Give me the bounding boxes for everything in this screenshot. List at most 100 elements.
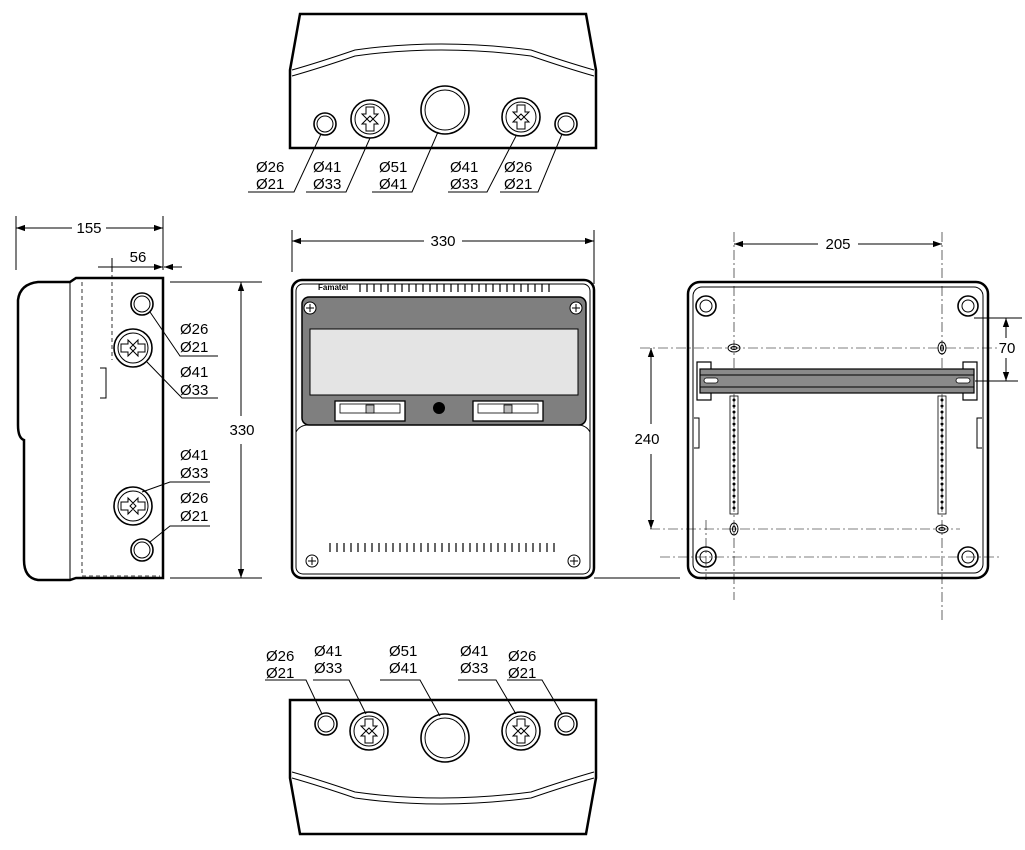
perforation-hole xyxy=(732,416,736,420)
perforation-hole xyxy=(732,500,736,504)
knockout-medium-left xyxy=(349,711,389,751)
knockout-small-left xyxy=(313,112,337,136)
knockout-medium-right xyxy=(501,711,541,751)
perforation-hole xyxy=(732,410,736,414)
side-height-dim: 330 xyxy=(229,422,254,439)
side-label-2-outer: Ø41 xyxy=(180,364,208,381)
bottom-label-1-inner: Ø21 xyxy=(266,665,294,682)
perforation-hole xyxy=(732,506,736,510)
perforation-hole xyxy=(940,398,944,402)
side-knockout-bottom-medium xyxy=(113,486,153,526)
side-base-dim: 56 xyxy=(130,249,147,266)
perforation-hole xyxy=(940,500,944,504)
perforated-strip-right xyxy=(937,395,947,515)
side-label-3-outer: Ø41 xyxy=(180,447,208,464)
knockout-small-left xyxy=(314,712,338,736)
mount-hole xyxy=(695,295,717,317)
knockout-medium-right xyxy=(501,97,541,137)
perforation-hole xyxy=(732,440,736,444)
perforation-hole xyxy=(732,458,736,462)
top-label-2-inner: Ø33 xyxy=(313,176,341,193)
knockout-small-right xyxy=(554,112,578,136)
perforation-hole xyxy=(732,494,736,498)
perforation-hole xyxy=(732,398,736,402)
slot-hole xyxy=(935,524,949,534)
bottom-label-5-outer: Ø26 xyxy=(508,648,536,665)
top-label-1-inner: Ø21 xyxy=(256,176,284,193)
slot-hole xyxy=(937,341,947,355)
knockout-small-right xyxy=(554,712,578,736)
top-label-3-outer: Ø51 xyxy=(379,159,407,176)
perforation-hole xyxy=(732,488,736,492)
front-window xyxy=(309,328,579,396)
top-label-1-outer: Ø26 xyxy=(256,159,284,176)
bottom-label-2-outer: Ø41 xyxy=(314,643,342,660)
bottom-label-4-outer: Ø41 xyxy=(460,643,488,660)
perforation-hole xyxy=(940,470,944,474)
bottom-label-3-inner: Ø41 xyxy=(389,660,417,677)
lock-hole xyxy=(433,402,445,414)
knockout-large xyxy=(420,713,470,763)
perforation-hole xyxy=(732,452,736,456)
top-label-4-outer: Ø41 xyxy=(450,159,478,176)
front-view: Famatel xyxy=(290,230,680,580)
mount-hole xyxy=(957,295,979,317)
latch-left xyxy=(334,400,406,422)
perforation-hole xyxy=(940,446,944,450)
side-depth-dim: 155 xyxy=(76,220,101,237)
perforation-hole xyxy=(940,422,944,426)
perforation-hole xyxy=(940,458,944,462)
perforation-hole xyxy=(732,482,736,486)
perforation-hole xyxy=(732,464,736,468)
side-label-4-inner: Ø21 xyxy=(180,508,208,525)
perforated-strip-left xyxy=(729,395,739,515)
perforation-hole xyxy=(940,410,944,414)
perforation-hole xyxy=(732,446,736,450)
perforation-hole xyxy=(940,434,944,438)
top-label-5-inner: Ø21 xyxy=(504,176,532,193)
front-width-dim: 330 xyxy=(430,233,455,250)
bottom-view: Ø26 Ø21 Ø41 Ø33 Ø51 Ø41 Ø41 Ø33 Ø26 Ø21 xyxy=(265,643,598,836)
side-knockout-top-small xyxy=(130,292,154,316)
top-vent-slots xyxy=(359,284,550,292)
perforation-hole xyxy=(732,428,736,432)
side-label-1-inner: Ø21 xyxy=(180,339,208,356)
perforation-hole xyxy=(732,470,736,474)
top-label-4-inner: Ø33 xyxy=(450,176,478,193)
perforation-hole xyxy=(940,404,944,408)
bottom-label-2-inner: Ø33 xyxy=(314,660,342,677)
slot-hole xyxy=(729,522,739,536)
perforation-hole xyxy=(732,422,736,426)
perforation-hole xyxy=(940,464,944,468)
top-label-5-outer: Ø26 xyxy=(504,159,532,176)
perforation-hole xyxy=(732,434,736,438)
screw-icon xyxy=(569,301,583,315)
brand-label: Famatel xyxy=(318,283,348,292)
bottom-label-1-outer: Ø26 xyxy=(266,648,294,665)
back-hole-spacing-x-dim: 205 xyxy=(825,236,850,253)
side-view: Ø26 Ø21 Ø41 Ø33 Ø41 Ø33 Ø26 Ø21 155 56 3… xyxy=(15,216,262,582)
perforation-hole xyxy=(940,476,944,480)
screw-icon xyxy=(303,301,317,315)
back-view: 205 240 70 xyxy=(634,232,1022,620)
side-label-2-inner: Ø33 xyxy=(180,382,208,399)
knockout-large xyxy=(420,85,470,135)
side-label-1-outer: Ø26 xyxy=(180,321,208,338)
top-view: Ø26 Ø21 Ø41 Ø33 Ø51 Ø41 Ø41 Ø33 Ø26 Ø21 xyxy=(248,12,598,193)
din-rail xyxy=(699,368,975,394)
screw-icon xyxy=(305,554,319,568)
bottom-label-3-outer: Ø51 xyxy=(389,643,417,660)
slot-hole xyxy=(727,343,741,353)
back-rail-offset-dim: 70 xyxy=(999,340,1016,357)
knockout-medium-left xyxy=(350,99,390,139)
latch-right xyxy=(472,400,544,422)
perforation-hole xyxy=(940,440,944,444)
bottom-label-5-inner: Ø21 xyxy=(508,665,536,682)
perforation-hole xyxy=(940,506,944,510)
side-label-3-inner: Ø33 xyxy=(180,465,208,482)
perforation-hole xyxy=(732,404,736,408)
side-knockout-bottom-small xyxy=(130,538,154,562)
bottom-vent-slots xyxy=(329,543,555,552)
perforation-hole xyxy=(940,428,944,432)
